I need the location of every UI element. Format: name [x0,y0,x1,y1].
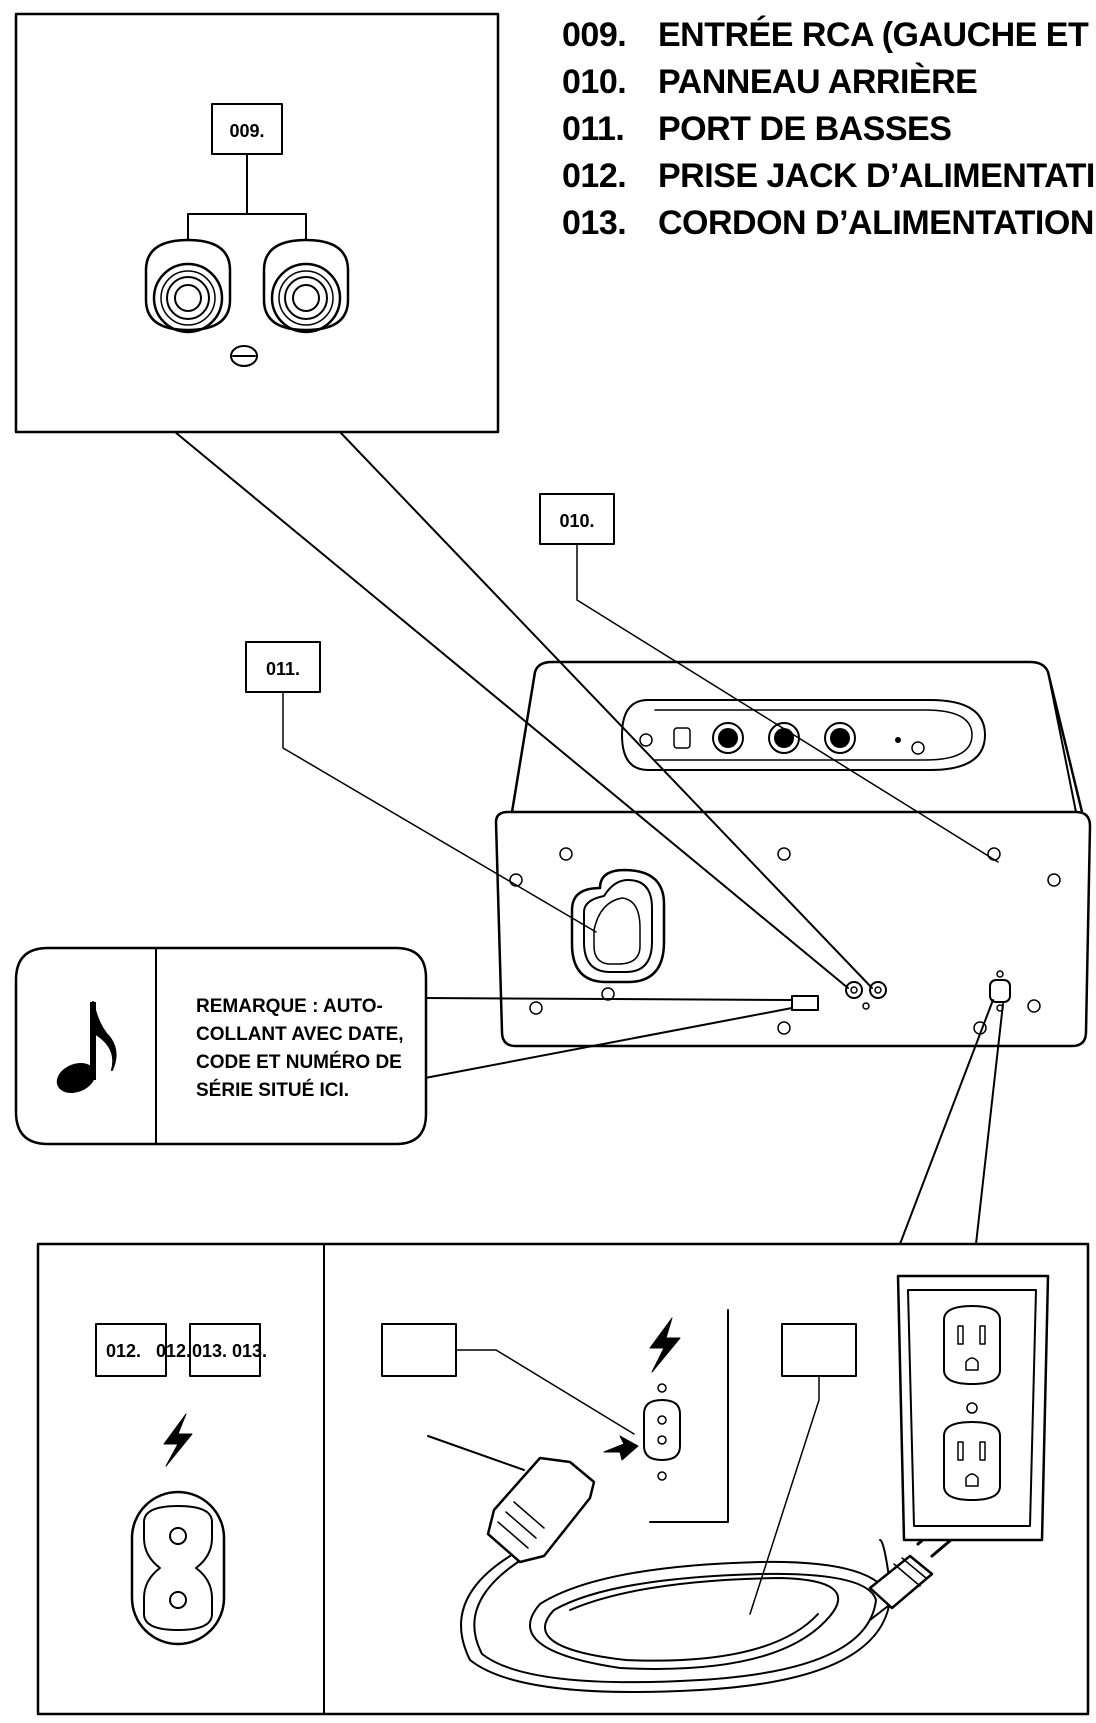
screw-icon [230,345,258,367]
power-cord-plug [486,1456,596,1564]
legend-number: 013. [562,204,627,242]
serial-sticker [791,995,819,1011]
power-socket-icon [643,1399,681,1461]
callout-011: 011. [266,659,300,679]
outlet-receptacle [943,1305,1001,1385]
rca-jack-right [262,238,350,334]
part-legend: 009. ENTRÉE RCA (GAUCHE ET D 010. PANNEAU … [562,12,1096,247]
callout-012: 012. [156,1341,191,1361]
legend-item-010: 010. PANNEAU ARRIÈRE [562,59,1096,106]
wall-outlet [896,1274,1050,1542]
rca-zoom-panel: 009. [14,12,873,989]
callout-box-empty [781,1323,857,1377]
callout-box-012 [95,1323,167,1377]
callout-box-010 [539,493,615,545]
note-box: REMARQUE : AUTO- COLLANT AVEC DATE, CODE… [14,946,793,1146]
legend-number: 010. [562,63,627,101]
power-socket-icon [130,1490,226,1646]
music-note-icon [56,1001,117,1093]
callout-012: 012. [106,1341,141,1361]
legend-label: PANNEAU ARRIÈRE [658,63,978,101]
note-line: SÉRIE SITUÉ ICI. [196,1079,349,1101]
callout-013: 013. [232,1341,267,1361]
legend-label: CORDON D’ALIMENTATION [658,204,1094,242]
power-cord [460,1539,891,1693]
legend-number: 011. [562,110,625,148]
note-line: CODE ET NUMÉRO DE [196,1051,402,1073]
note-line: REMARQUE : AUTO- [196,996,383,1017]
lightning-icon [163,1413,193,1467]
arrow-icon [603,1435,639,1461]
rca-jack-left [144,238,232,334]
legend-label: PORT DE BASSES [658,110,952,148]
callout-013: 013. [192,1341,227,1361]
legend-item-011: 011. PORT DE BASSES [562,106,1096,153]
callout-box-empty [381,1323,457,1377]
legend-item-009: 009. ENTRÉE RCA (GAUCHE ET D [562,12,1096,59]
callout-009: 009. [229,121,264,141]
callout-010: 010. [559,511,594,531]
legend-label: ENTRÉE RCA (GAUCHE ET D [658,16,1096,54]
legend-item-012: 012. PRISE JACK D’ALIMENTATI [562,153,1096,200]
knob-icon [768,722,800,754]
note-line: COLLANT AVEC DATE, [196,1024,404,1045]
legend-item-013: 013. CORDON D’ALIMENTATION [562,200,1096,247]
legend-label: PRISE JACK D’ALIMENTATI [658,157,1095,195]
bass-port [570,868,666,984]
callout-box-009 [211,103,283,155]
knob-icon [824,722,856,754]
callout-box-011 [245,641,321,693]
outlet-receptacle [943,1421,1001,1501]
lightning-icon [649,1317,681,1373]
legend-number: 009. [562,16,627,54]
legend-number: 012. [562,157,627,195]
speaker-rear-view [494,660,1092,1048]
callout-box-013 [189,1323,261,1377]
power-connection-panel: 012. 012. 013. 013. [36,999,1090,1716]
knob-icon [712,722,744,754]
